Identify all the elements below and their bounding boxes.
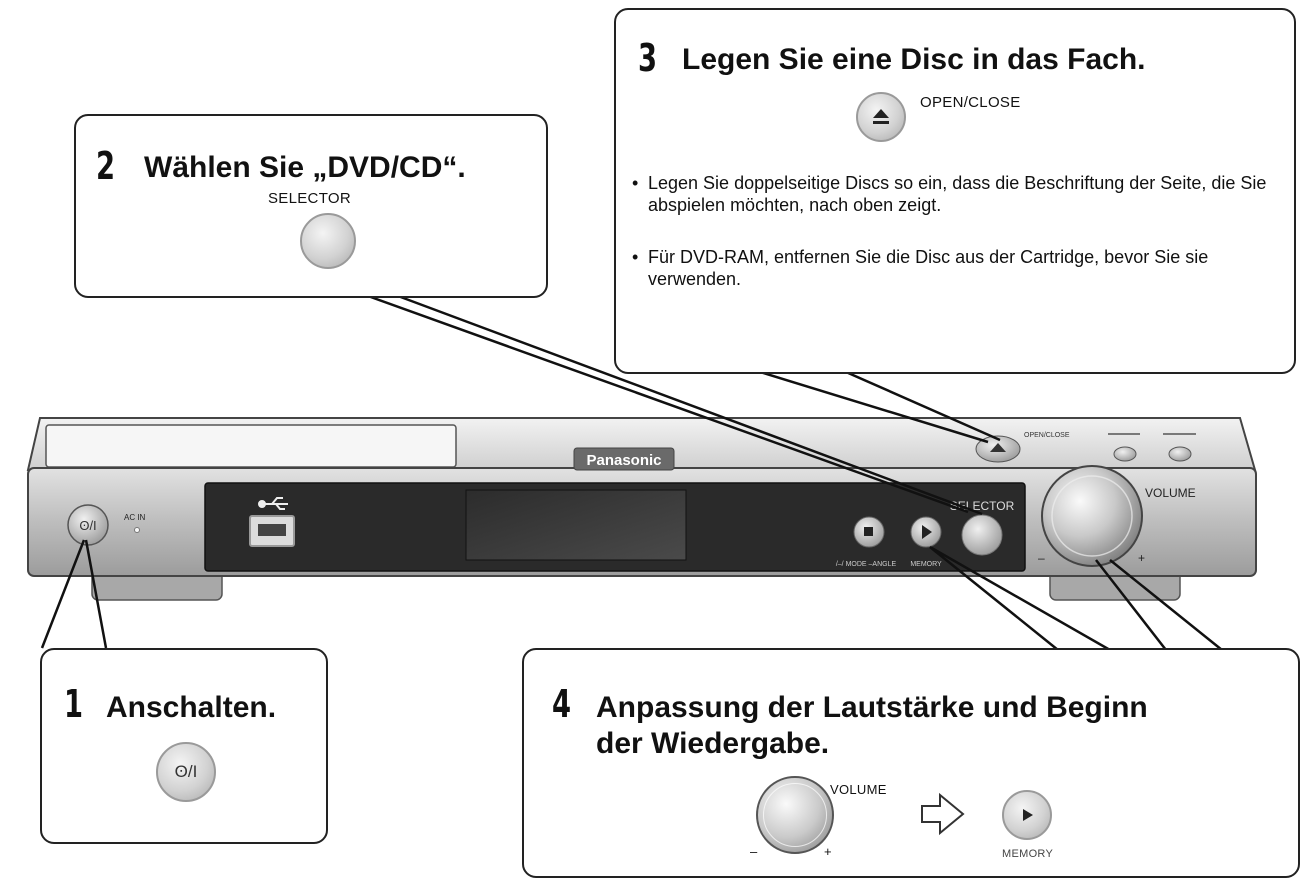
step1-callout: 1 Anschalten. ʘ/I <box>40 648 328 844</box>
leader-step2 <box>367 294 983 516</box>
step4-callout: 4 Anpassung der Lautstärke und Beginn de… <box>522 648 1300 878</box>
device-volume-plus: + <box>1138 551 1145 565</box>
device-selector-label: SELECTOR <box>950 499 1015 513</box>
step3-open-close-caption: OPEN/CLOSE <box>920 94 1021 111</box>
device-memory-caption: MEMORY <box>910 561 942 568</box>
step3-number: 3 <box>638 36 658 80</box>
eject-icon <box>990 443 1006 452</box>
step4-volume-caption: VOLUME <box>830 782 887 797</box>
play-icon <box>1023 809 1033 821</box>
step4-volume-plus: + <box>824 844 832 859</box>
step2-title: Wählen Sie „DVD/CD“. <box>144 151 466 184</box>
power-label: ʘ/I <box>174 762 198 781</box>
ac-in-led <box>134 527 140 533</box>
device-open-close-label: OPEN/CLOSE <box>1024 432 1070 439</box>
brand-logo: Panasonic <box>586 452 661 469</box>
device-selector-button <box>961 514 1003 556</box>
tuning-buttons <box>1113 446 1192 462</box>
step2-number: 2 <box>96 144 116 188</box>
stop-icon <box>864 527 873 536</box>
disc-tray <box>45 424 457 468</box>
step3-callout: 3 Legen Sie eine Disc in das Fach. OPEN/… <box>614 8 1296 374</box>
step4-number: 4 <box>552 682 572 726</box>
play-icon <box>922 525 932 539</box>
leader-step4-volume <box>1095 559 1223 651</box>
leader-step3 <box>759 370 1001 444</box>
usb-icon <box>258 497 288 510</box>
power-button: ʘ/I <box>156 742 216 802</box>
step4-memory-caption: MEMORY <box>1002 848 1054 860</box>
leader-step1 <box>40 539 108 649</box>
ac-in-label: AC IN <box>124 513 146 522</box>
step1-number: 1 <box>64 682 84 726</box>
device-stop-caption: /–/ MODE –ANGLE <box>836 561 897 568</box>
volume-knob <box>756 776 834 854</box>
step4-volume-minus: – <box>750 844 758 859</box>
device-volume-minus: – <box>1038 551 1045 565</box>
open-close-button <box>856 92 906 142</box>
step4-title-line1: Anpassung der Lautstärke und Beginn <box>596 691 1148 724</box>
selector-button <box>300 213 356 269</box>
step2-selector-caption: SELECTOR <box>268 190 351 207</box>
leader-step4-play <box>929 545 1111 652</box>
step2-callout: 2 Wählen Sie „DVD/CD“. SELECTOR <box>74 114 548 298</box>
device-volume-knob <box>1041 465 1143 567</box>
step3-bullet-1: • Legen Sie doppelseitige Discs so ein, … <box>632 173 1267 215</box>
step1-title: Anschalten. <box>106 691 277 724</box>
eject-icon <box>873 109 889 124</box>
step4-title-line2: der Wiedergabe. <box>596 727 830 760</box>
step3-title: Legen Sie eine Disc in das Fach. <box>682 43 1146 76</box>
step3-bullet-2: • Für DVD-RAM, entfernen Sie die Disc au… <box>632 247 1209 289</box>
arrow-icon <box>921 792 965 836</box>
brand-plate <box>573 447 675 471</box>
display-window <box>465 489 687 561</box>
device-power-label: ʘ/I <box>79 518 96 533</box>
leader-lines <box>40 294 1223 652</box>
play-memory-button <box>1002 790 1052 840</box>
device-volume-label: VOLUME <box>1145 486 1196 500</box>
